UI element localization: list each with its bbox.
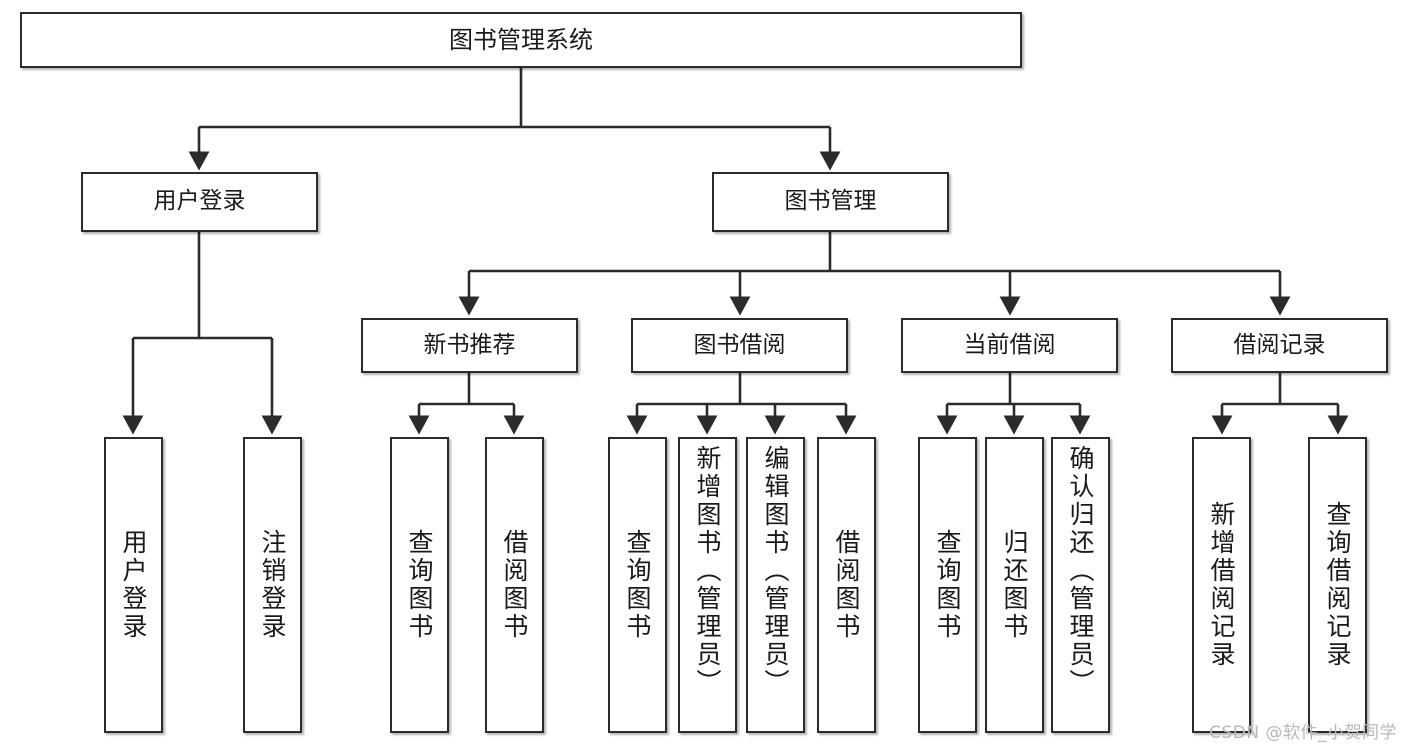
node-current-borrow[interactable]: 当前借阅 [901,318,1118,373]
node-borrow-record[interactable]: 借阅记录 [1171,318,1388,373]
leaf-borrow-borrow-book[interactable]: 借阅图书 [817,437,876,733]
node-book-management-label: 图书管理 [784,188,877,215]
leaf-borrow-add-book[interactable]: 新增图书（管理员） [678,437,737,733]
node-root[interactable]: 图书管理系统 [20,12,1022,68]
leaf-user-login-label: 用户登录 [119,529,148,641]
leaf-borrow-query-book[interactable]: 查询图书 [608,437,667,733]
leaf-borrow-borrow-book-label: 借阅图书 [832,529,861,641]
leaf-borrow-edit-book-label: 编辑图书（管理员） [761,445,790,697]
node-new-book-recommend[interactable]: 新书推荐 [361,318,578,373]
leaf-record-add-record[interactable]: 新增借阅记录 [1192,437,1251,733]
leaf-newbook-query-book[interactable]: 查询图书 [390,437,449,733]
leaf-logout[interactable]: 注销登录 [243,437,302,733]
leaf-current-return-book[interactable]: 归还图书 [985,437,1044,733]
leaf-current-confirm-return[interactable]: 确认归还（管理员） [1051,437,1110,733]
leaf-current-query-book[interactable]: 查询图书 [918,437,977,733]
leaf-newbook-borrow-book[interactable]: 借阅图书 [485,437,544,733]
leaf-borrow-edit-book[interactable]: 编辑图书（管理员） [746,437,805,733]
leaf-record-query-record[interactable]: 查询借阅记录 [1308,437,1367,733]
node-borrow-record-label: 借阅记录 [1233,331,1326,358]
node-root-label: 图书管理系统 [449,25,593,54]
leaf-current-return-book-label: 归还图书 [1000,529,1029,641]
leaf-newbook-borrow-book-label: 借阅图书 [500,529,529,641]
leaf-current-query-book-label: 查询图书 [933,529,962,641]
leaf-record-query-record-label: 查询借阅记录 [1323,501,1352,669]
node-new-book-recommend-label: 新书推荐 [423,331,516,358]
watermark: CSDN @软件_小贺同学 [1209,723,1397,743]
leaf-logout-label: 注销登录 [258,529,287,641]
leaf-newbook-query-book-label: 查询图书 [405,529,434,641]
node-user-login[interactable]: 用户登录 [81,172,318,232]
node-current-borrow-label: 当前借阅 [963,331,1056,358]
leaf-record-add-record-label: 新增借阅记录 [1207,501,1236,669]
leaf-borrow-query-book-label: 查询图书 [623,529,652,641]
node-user-login-label: 用户登录 [153,188,246,215]
node-book-management[interactable]: 图书管理 [712,172,949,232]
leaf-current-confirm-return-label: 确认归还（管理员） [1066,445,1095,697]
node-book-borrow[interactable]: 图书借阅 [631,318,848,373]
node-book-borrow-label: 图书借阅 [693,331,786,358]
leaf-borrow-add-book-label: 新增图书（管理员） [693,445,722,697]
leaf-user-login[interactable]: 用户登录 [104,437,163,733]
